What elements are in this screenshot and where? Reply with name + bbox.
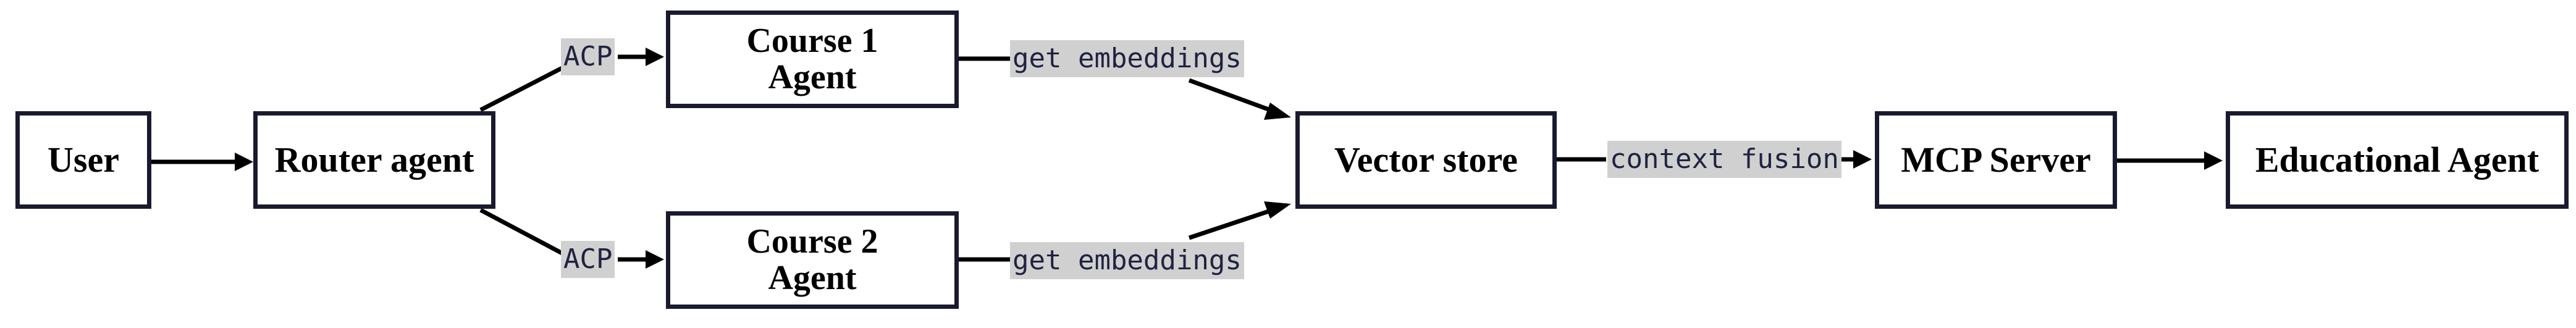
course-2-label-line-1: Course 2 <box>746 222 878 261</box>
arrowhead-acp-course2 <box>646 250 664 269</box>
educational-agent-label: Educational Agent <box>2255 139 2540 180</box>
educational-agent-node: Educational Agent <box>2226 111 2569 209</box>
context-fusion-label: context fusion <box>1607 141 1842 178</box>
edge-embed-vector-bottom <box>1188 204 1283 240</box>
course-1-label-line-2: Agent <box>768 58 857 96</box>
mcp-server-label: MCP Server <box>1901 139 2091 180</box>
arrowhead-embed-vector-top <box>1264 103 1291 120</box>
course-2-agent-node: Course 2 Agent <box>666 211 959 309</box>
user-node: User <box>15 111 151 209</box>
edge-embed-vector-top <box>1188 78 1283 117</box>
router-agent-node: Router agent <box>253 111 495 209</box>
mcp-server-node: MCP Server <box>1875 111 2117 209</box>
vector-store-node: Vector store <box>1295 111 1557 209</box>
arrowhead-mcp-edu <box>2204 151 2223 170</box>
edge-router-acp-bottom <box>479 208 563 256</box>
acp-label-bottom: ACP <box>561 241 615 278</box>
arrowhead-user-router <box>235 153 253 171</box>
vector-store-label: Vector store <box>1334 139 1518 180</box>
get-embeddings-label-bottom: get embeddings <box>1010 242 1244 279</box>
edge-router-acp-top <box>479 65 563 112</box>
user-node-label: User <box>48 139 119 180</box>
course-1-agent-node: Course 1 Agent <box>666 11 959 108</box>
arrowhead-embed-vector-bottom <box>1264 201 1291 219</box>
arrowhead-fusion-mcp <box>1853 150 1872 169</box>
course-1-label-line-1: Course 1 <box>746 22 878 61</box>
router-agent-label: Router agent <box>274 139 474 180</box>
arrowhead-acp-course1 <box>646 48 664 66</box>
get-embeddings-label-top: get embeddings <box>1010 40 1244 77</box>
acp-label-top: ACP <box>561 38 615 75</box>
course-2-label-line-2: Agent <box>768 259 857 297</box>
